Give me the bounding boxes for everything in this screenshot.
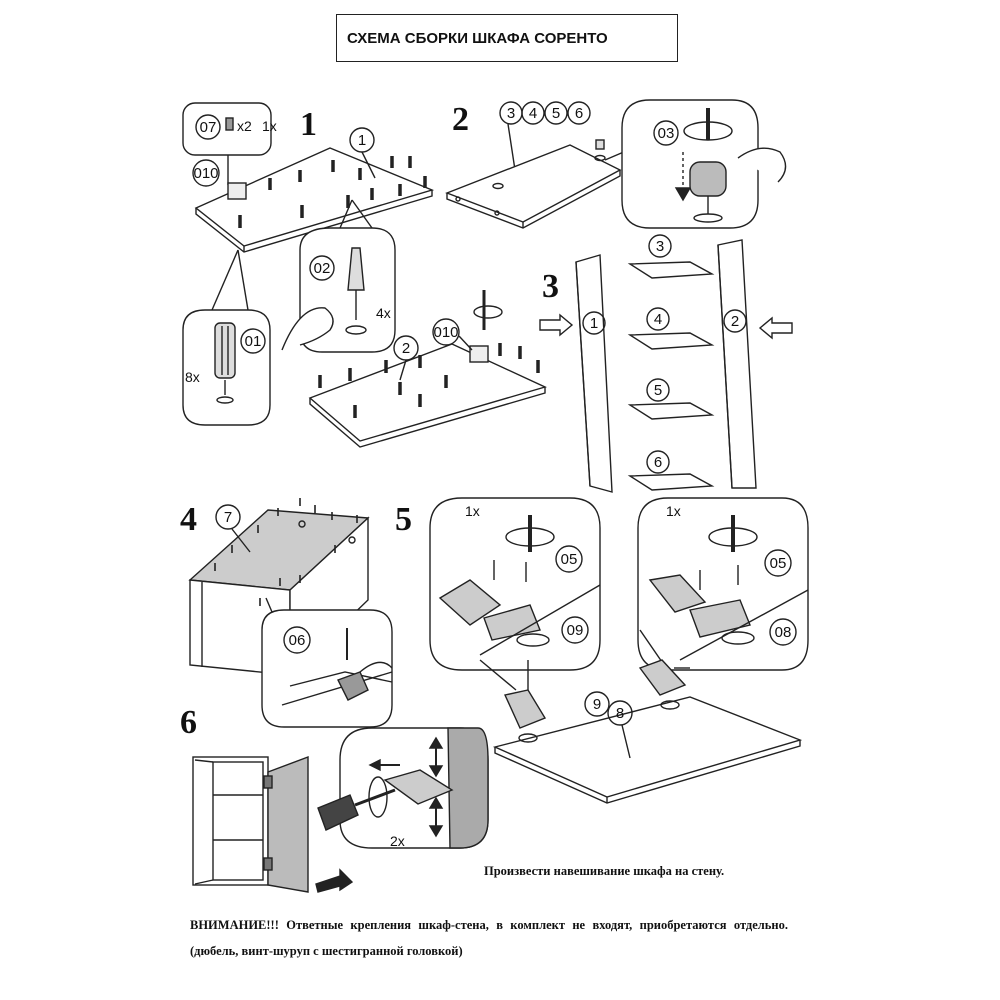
- callout-05-left: 05: [561, 551, 578, 568]
- hang-note-text: Произвести навешивание шкафа на стену.: [484, 864, 725, 878]
- panel-label-6: 6: [575, 105, 583, 122]
- step-number-1: 1: [300, 106, 317, 143]
- hinge-icon: [438, 579, 502, 626]
- step1-panel-bottom: 2 010: [308, 290, 547, 448]
- arrow-right-icon: [539, 313, 574, 337]
- qty-1x-left: 1x: [465, 503, 480, 519]
- cam-bolt-icon: [225, 117, 234, 131]
- callout-03: 03: [658, 125, 675, 142]
- hammer-icon: [337, 671, 369, 701]
- step1-fitting-callout: 07 x2 1x: [182, 102, 277, 185]
- hinge-icon: [263, 857, 273, 871]
- callout-06: 06: [289, 632, 306, 649]
- panel-label-1: 1: [358, 132, 366, 149]
- shelf-label-3: 3: [656, 238, 664, 255]
- hinge-icon: [383, 769, 454, 805]
- warning-note: ВНИМАНИЕ!!! Ответные крепления шкаф-стен…: [190, 912, 788, 964]
- panel-label-3: 3: [507, 105, 515, 122]
- step3-side-panel-1: 1: [539, 254, 613, 493]
- step-number-5: 5: [395, 501, 412, 538]
- qty-8x: 8x: [185, 369, 200, 385]
- hand-icon: [737, 147, 787, 183]
- door-label-9: 9: [593, 696, 601, 713]
- step-number-3: 3: [542, 268, 559, 305]
- qty-1x-right: 1x: [666, 503, 681, 519]
- door-label-8: 8: [616, 705, 624, 722]
- screwdriver-icon: [317, 794, 359, 831]
- hand-icon: [281, 307, 334, 351]
- step6-hinge-adjust-callout: 2x: [317, 727, 489, 849]
- callout-01: 01: [245, 333, 262, 350]
- cabinet-door: [267, 755, 309, 893]
- step3-side-panel-2: 2: [717, 239, 793, 489]
- shelf-label-4: 4: [654, 311, 662, 328]
- side-label-1: 1: [590, 315, 598, 332]
- panel-label-4: 4: [529, 105, 537, 122]
- step1-panel-top: 1: [194, 127, 435, 253]
- panel-label-2: 2: [402, 340, 410, 357]
- step3-shelves: 3 4 5 6: [627, 234, 715, 491]
- step5-door-panel: 9 8: [492, 659, 803, 804]
- rotate-arrow-icon: [473, 305, 503, 319]
- hang-note: Произвести навешивание шкафа на стену.: [484, 864, 804, 879]
- panel-label-5: 5: [552, 105, 560, 122]
- arrow-left-icon: [758, 316, 793, 340]
- qty-x2: x2: [237, 118, 252, 134]
- warning-heading: ВНИМАНИЕ!!!: [190, 918, 279, 932]
- callout-07: 07: [200, 119, 217, 136]
- hinge-on-door-right: [638, 659, 687, 696]
- callout-010: 010: [193, 165, 218, 182]
- step-number-2: 2: [452, 101, 469, 138]
- step4-hammer-callout: 06: [261, 597, 393, 728]
- callout-010-b: 010: [433, 324, 458, 341]
- step1-dowel-callout: 01 8x: [182, 249, 271, 426]
- step5-left-hinge-callout: 1x 05 09: [429, 497, 601, 691]
- shelf-label-6: 6: [654, 454, 662, 471]
- step2-panel-labels: 3 4 5 6: [499, 101, 591, 171]
- hand-icon: [359, 661, 393, 673]
- step-number-4: 4: [180, 501, 197, 538]
- hinge-on-door-left: [504, 689, 547, 729]
- callout-09: 09: [567, 622, 584, 639]
- step6-cabinet: [192, 755, 354, 893]
- dowel-anchor-icon: [347, 247, 365, 291]
- side-label-2: 2: [731, 313, 739, 330]
- qty-2x: 2x: [390, 833, 405, 849]
- step2-cam-lock-callout: 03: [621, 99, 787, 229]
- step1-callout-010: 010: [192, 159, 220, 187]
- callout-05-right: 05: [770, 555, 787, 572]
- qty-1x: 1x: [262, 118, 277, 134]
- wooden-dowel-icon: [214, 322, 236, 379]
- hinge-icon: [263, 775, 273, 789]
- cam-lock-icon: [689, 161, 727, 197]
- warning-body: Ответные крепления шкаф-стена, в комплек…: [190, 918, 788, 958]
- callout-08: 08: [775, 624, 792, 641]
- page-title: СХЕМА СБОРКИ ШКАФА СОРЕНТО: [347, 29, 608, 47]
- step5-right-hinge-callout: 1x 05 08: [637, 497, 809, 671]
- callout-02: 02: [314, 260, 331, 277]
- panel-label-7: 7: [224, 509, 232, 526]
- corner-fitting-icon: [227, 182, 247, 200]
- step2-shelf-panel: 2x: [445, 139, 641, 229]
- hinge-icon: [648, 574, 707, 613]
- shelf-label-5: 5: [654, 382, 662, 399]
- qty-4x: 4x: [376, 305, 391, 321]
- step1-shelf-pin-callout: 02 4x: [281, 199, 396, 353]
- title-box: СХЕМА СБОРКИ ШКАФА СОРЕНТО: [336, 14, 678, 62]
- step-number-6: 6: [180, 704, 197, 741]
- arrow-icon: [315, 868, 354, 893]
